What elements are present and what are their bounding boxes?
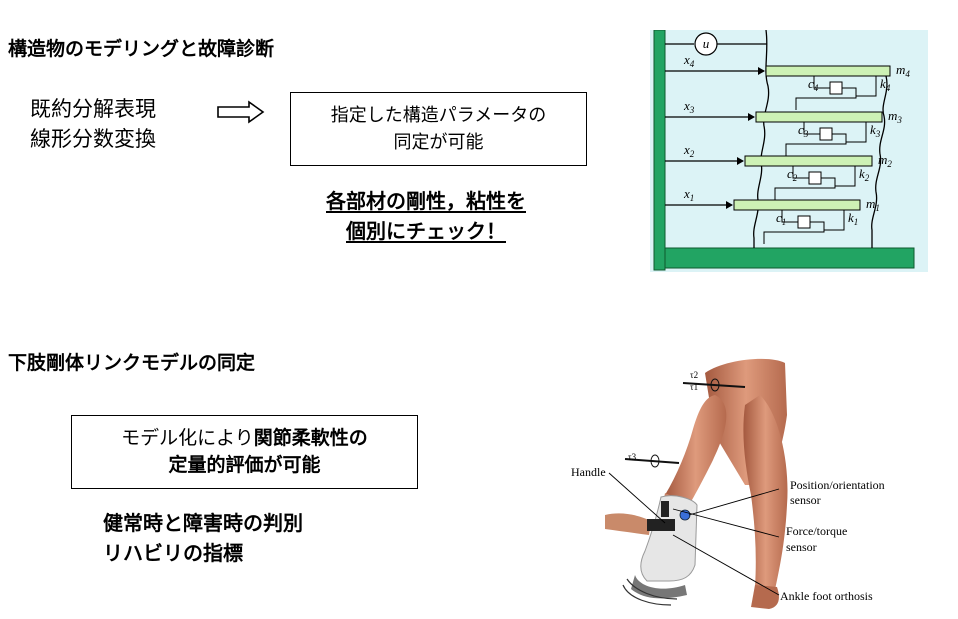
damper-label: c3 — [798, 122, 809, 139]
handle-shape — [647, 519, 675, 531]
tau2-label: τ2 — [690, 370, 699, 380]
identification-line: 指定した構造パラメータの — [330, 105, 547, 126]
arrow-head — [726, 201, 733, 209]
damper-link — [781, 210, 798, 223]
displacement-label: x2 — [683, 142, 695, 159]
arrow-head — [737, 157, 744, 165]
floor-slab — [755, 111, 883, 123]
evaluation-use-line: リハビリの指標 — [103, 541, 243, 565]
damper-label: c1 — [776, 210, 786, 227]
lifted-thigh-shape — [665, 395, 727, 505]
displacement-label: x3 — [683, 98, 695, 115]
floor-slab — [765, 65, 891, 77]
force-sensor-label-line2: sensor — [786, 540, 817, 554]
leg-figure — [605, 358, 788, 609]
floor-slab — [733, 199, 861, 211]
evaluation-use-line: 健常時と障害時の判別 — [103, 511, 303, 535]
method-list: 既約分解表現 線形分数変換 — [30, 94, 156, 154]
damper-link — [792, 166, 809, 179]
joint-flexibility-box: モデル化により関節柔軟性の 定量的評価が可能 — [71, 415, 418, 489]
damper-link — [774, 177, 836, 200]
damper-link — [803, 122, 820, 135]
method-item: 線形分数変換 — [30, 127, 156, 151]
left-wall — [653, 30, 666, 271]
section2-heading: 下肢剛体リンクモデルの同定 — [8, 352, 256, 374]
handle-label: Handle — [571, 465, 606, 479]
spring-link — [824, 210, 845, 231]
spring-link — [846, 122, 867, 143]
ground — [664, 247, 915, 269]
stiffness-check-note: 各部材の剛性，粘性を 個別にチェック！ — [296, 186, 556, 246]
spring-link — [835, 166, 856, 187]
spring-label: k2 — [859, 166, 870, 183]
spring-label: k4 — [880, 76, 891, 93]
arrow-head — [758, 67, 765, 75]
joint-flexibility-line: モデル化により関節柔軟性の — [121, 427, 368, 449]
stiffness-check-line: 個別にチェック！ — [346, 219, 506, 243]
spring-label: k3 — [870, 122, 881, 139]
damper-shape — [808, 171, 822, 185]
tau3-label: τ3 — [628, 452, 637, 462]
position-sensor-label-line2: sensor — [790, 493, 821, 507]
section1-heading: 構造物のモデリングと故障診断 — [8, 38, 275, 60]
orthosis-label: Ankle foot orthosis — [780, 589, 873, 603]
joint-flexibility-line: 定量的評価が可能 — [168, 454, 321, 476]
right-column — [871, 75, 888, 248]
evaluation-uses: 健常時と障害時の判別 リハビリの指標 — [103, 508, 303, 568]
damper-shape — [819, 127, 833, 141]
arrow-head — [748, 113, 755, 121]
damper-link — [795, 87, 857, 110]
force-sensor-label-line1: Force/torque — [786, 524, 848, 538]
force-sensor-shape — [661, 501, 669, 517]
position-sensor-label-line1: Position/orientation — [790, 478, 885, 492]
spring-label: k1 — [848, 210, 858, 227]
displacement-label: x1 — [683, 186, 694, 203]
displacement-label: x4 — [683, 52, 695, 69]
stiffness-check-line: 各部材の剛性，粘性を — [326, 189, 526, 213]
damper-link — [813, 76, 830, 89]
hand-shape — [605, 513, 651, 535]
damper-label: c2 — [787, 166, 798, 183]
floor-slab — [744, 155, 873, 167]
identification-line: 同定が可能 — [393, 132, 484, 153]
input-u-label: u — [703, 36, 710, 51]
damper-shape — [797, 215, 811, 229]
damper-link — [763, 221, 825, 244]
damper-link — [785, 133, 847, 156]
method-item: 既約分解表現 — [30, 97, 156, 121]
damper-shape — [829, 81, 843, 95]
identification-box: 指定した構造パラメータの 同定が可能 — [290, 92, 587, 166]
double-right-arrow-icon — [217, 100, 265, 124]
spring-link — [856, 76, 877, 97]
tau1-label: τ1 — [690, 382, 699, 392]
damper-label: c4 — [808, 76, 819, 93]
